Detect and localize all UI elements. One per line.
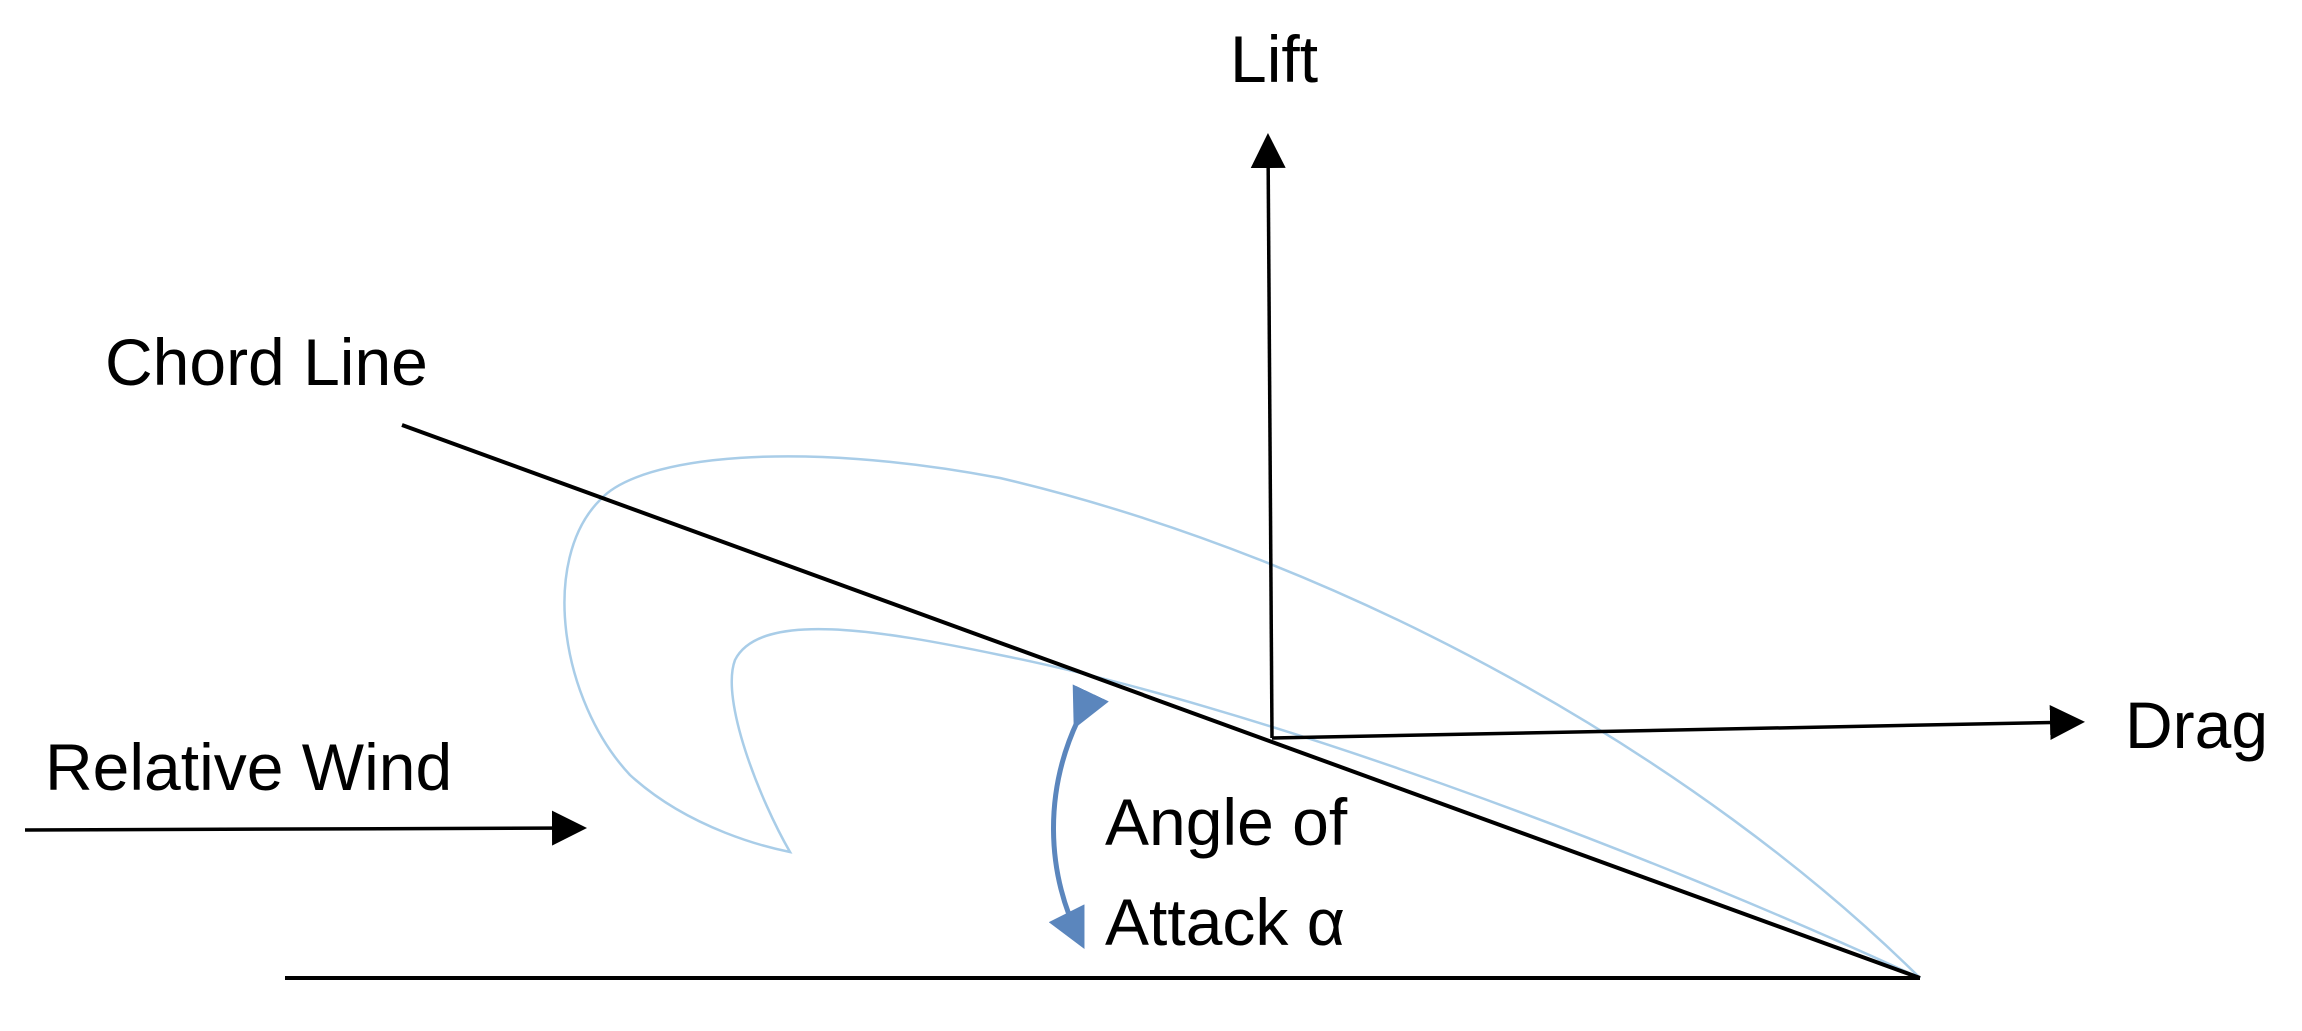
- drag-label: Drag: [2125, 688, 2268, 762]
- chord-line-label: Chord Line: [105, 325, 428, 399]
- lift-arrow: [1250, 133, 1286, 739]
- relative-wind-label: Relative Wind: [45, 730, 452, 804]
- airfoil-outline: [563, 455, 1921, 980]
- angle-of-attack-label-line1: Angle of: [1105, 785, 1348, 859]
- drag-arrow: [1271, 705, 2085, 741]
- angle-of-attack-arrow: [1048, 684, 1109, 949]
- angle-of-attack-label-line2: Attack α: [1105, 885, 1345, 959]
- lift-label: Lift: [1230, 22, 1318, 96]
- relative-wind-arrow: [24, 810, 587, 846]
- chord-line: [401, 423, 1921, 980]
